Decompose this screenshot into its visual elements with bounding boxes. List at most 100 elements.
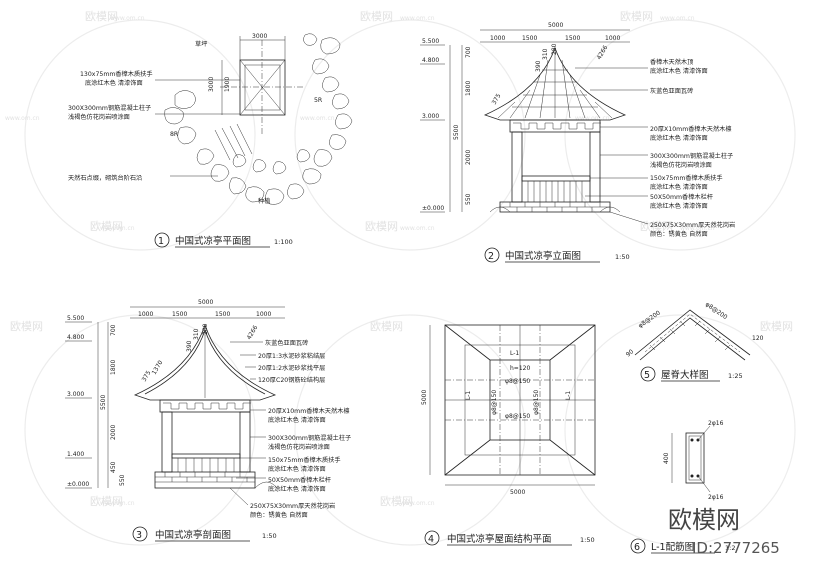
section-left-dims: 700 1800 2000 450 550 5500	[97, 322, 126, 488]
dim: 1800	[110, 360, 117, 375]
watermark-url: www.om.cn	[100, 500, 135, 507]
watermark-brand: 欧模网	[365, 220, 398, 233]
level-mark: 5.500	[422, 38, 439, 45]
view-title: 中国式凉亭剖面图	[155, 529, 231, 541]
dim: 4266	[596, 44, 610, 61]
elevation-view: 5.500 4.800 3.000 ±0.000 5000 1000 1500 …	[420, 22, 735, 263]
watermark-url: www.om.cn	[100, 225, 135, 232]
dim: 1800	[465, 81, 472, 96]
view-number: 2	[488, 251, 494, 262]
roof-plan-dims: 5000 5000	[421, 325, 595, 496]
level-mark: 3.000	[67, 391, 84, 398]
level-mark: 1.400	[67, 451, 84, 458]
level-mark: 5.500	[67, 315, 84, 322]
rebar-spec: 2φ16	[708, 420, 724, 427]
view-title: L-1配筋图	[651, 541, 694, 553]
dim: 2000	[465, 150, 472, 165]
plan-note: 天然石点缀，砌筑台阶石沿	[68, 174, 142, 182]
note: 300X300mm钢筋混凝土柱子	[650, 152, 733, 160]
note: 150x75mm香樟木质扶手	[650, 174, 723, 182]
view-number: 3	[136, 530, 142, 541]
roof-plan-labels: L-1 L-1 L-1 h=120 φ8@150 φ8@150 φ8@150 φ…	[465, 350, 572, 420]
view-number: 5	[644, 370, 650, 381]
plan-label-radius: 8R	[170, 131, 179, 138]
dim: 5500	[453, 125, 460, 140]
dim: 1500	[215, 311, 230, 318]
dim: 700	[110, 324, 117, 336]
logo-id: ID:2777265	[692, 539, 780, 557]
roof-structure-plan: L-1 L-1 L-1 h=120 φ8@150 φ8@150 φ8@150 φ…	[421, 324, 596, 546]
plan-view: 3000 3000 1900 草坪 5R 8R 种植 130x75mm香樟木质扶…	[68, 33, 353, 248]
plan-dim: 3000	[208, 77, 215, 92]
dim: 550	[465, 193, 472, 205]
note: 浅褐色仿花岗岩喷涂面	[650, 161, 712, 169]
view-scale: 1:50	[262, 532, 277, 540]
dim: 5000	[510, 489, 525, 496]
pavilion-plan	[220, 40, 305, 135]
dim: 5500	[100, 395, 107, 410]
plan-label-radius: 5R	[314, 97, 323, 104]
watermark-url: www.om.cn	[110, 15, 145, 22]
view-title: 中国式凉亭平面图	[175, 235, 251, 247]
watermark-url: www.om.cn	[575, 115, 610, 122]
watermark-url: www.om.cn	[400, 15, 435, 22]
rebar-spec: 2φ16	[708, 494, 724, 501]
note: 20厚X10mm香樟木天然木檩	[268, 407, 350, 415]
view-scale: 1:2	[725, 544, 735, 552]
dim: 375	[141, 369, 153, 383]
note: 50X50mm香樟木栏杆	[650, 193, 713, 201]
plan-notes: 130x75mm香樟木质扶手 底涂红木色 清漆饰面 300X300mm钢筋混凝土…	[68, 70, 240, 182]
beam-label: L-1	[565, 391, 572, 400]
plan-note: 浅褐色仿花岗岩喷涂面	[68, 113, 130, 121]
watermark-url: www.om.cn	[300, 115, 335, 122]
dim: 390	[535, 60, 542, 72]
note: 灰蓝色亚面瓦砖	[650, 87, 693, 95]
plan-note: 底涂红木色 清漆饰面	[85, 79, 143, 87]
elevation-levels: 5.500 4.800 3.000 ±0.000	[420, 38, 445, 213]
plan-dim: 3000	[252, 33, 267, 40]
view-scale: 1:100	[274, 238, 293, 246]
watermark-brand: 欧模网	[85, 10, 118, 23]
watermark-brand: 欧模网	[360, 10, 393, 23]
corner-logo: 欧模网 ID:2777265	[668, 506, 780, 557]
view-title: 中国式凉亭立面图	[505, 250, 581, 262]
watermark-url: www.om.cn	[660, 15, 695, 22]
elevation-roof	[483, 46, 627, 121]
level-mark: 4.800	[67, 334, 84, 341]
view-title: 中国式凉亭屋面结构平面	[447, 533, 552, 545]
logo-brand: 欧模网	[668, 506, 740, 534]
dim: 450	[110, 461, 117, 473]
view-title-1: 1 中国式凉亭平面图 1:100	[154, 232, 293, 248]
note: 300X300mm钢筋混凝土柱子	[268, 434, 351, 442]
plan-label-planting: 种植	[258, 197, 270, 205]
note: 20厚1:3水泥砂浆粘结层	[258, 352, 325, 360]
dim: 5000	[198, 299, 213, 306]
note: 底涂红木色 清漆饰面	[268, 485, 326, 493]
watermark-url: www.om.cn	[400, 500, 435, 507]
note: 底涂红木色 清漆饰面	[650, 134, 708, 142]
note: 120厚C20钢筋砼结构层	[258, 376, 325, 384]
watermark-brand: 欧模网	[370, 320, 403, 333]
rebar-spec: φ8@200	[637, 309, 662, 329]
watermark-brand: 欧模网	[760, 320, 793, 333]
note: 浅褐色仿花岗岩喷涂面	[268, 443, 330, 451]
note: 颜色：锈黄色 自然面	[650, 230, 708, 238]
note: 底涂红木色 清漆饰面	[650, 202, 708, 210]
dim: 2000	[110, 425, 117, 440]
watermark-brand: 欧模网	[90, 495, 123, 508]
note: 底涂红木色 清漆饰面	[268, 465, 326, 473]
dim: 400	[663, 452, 670, 464]
view-title-4: 4 中国式凉亭屋面结构平面 1:50	[424, 530, 595, 546]
level-mark: ±0.000	[67, 481, 89, 488]
view-number: 6	[634, 542, 640, 553]
steps	[214, 123, 253, 161]
watermark-url: www.om.cn	[680, 225, 715, 232]
watermark-brand: 欧模网	[620, 10, 653, 23]
dim: 1370	[151, 359, 165, 376]
elevation-body	[489, 119, 621, 213]
dim: 1500	[522, 35, 537, 42]
dim: 1000	[490, 35, 505, 42]
dim: 310	[542, 48, 549, 60]
section-top-dims: 5000 1000 1500 1500 1000	[130, 299, 285, 319]
note: 250X75X30mm厚天然花岗岩	[250, 502, 335, 510]
